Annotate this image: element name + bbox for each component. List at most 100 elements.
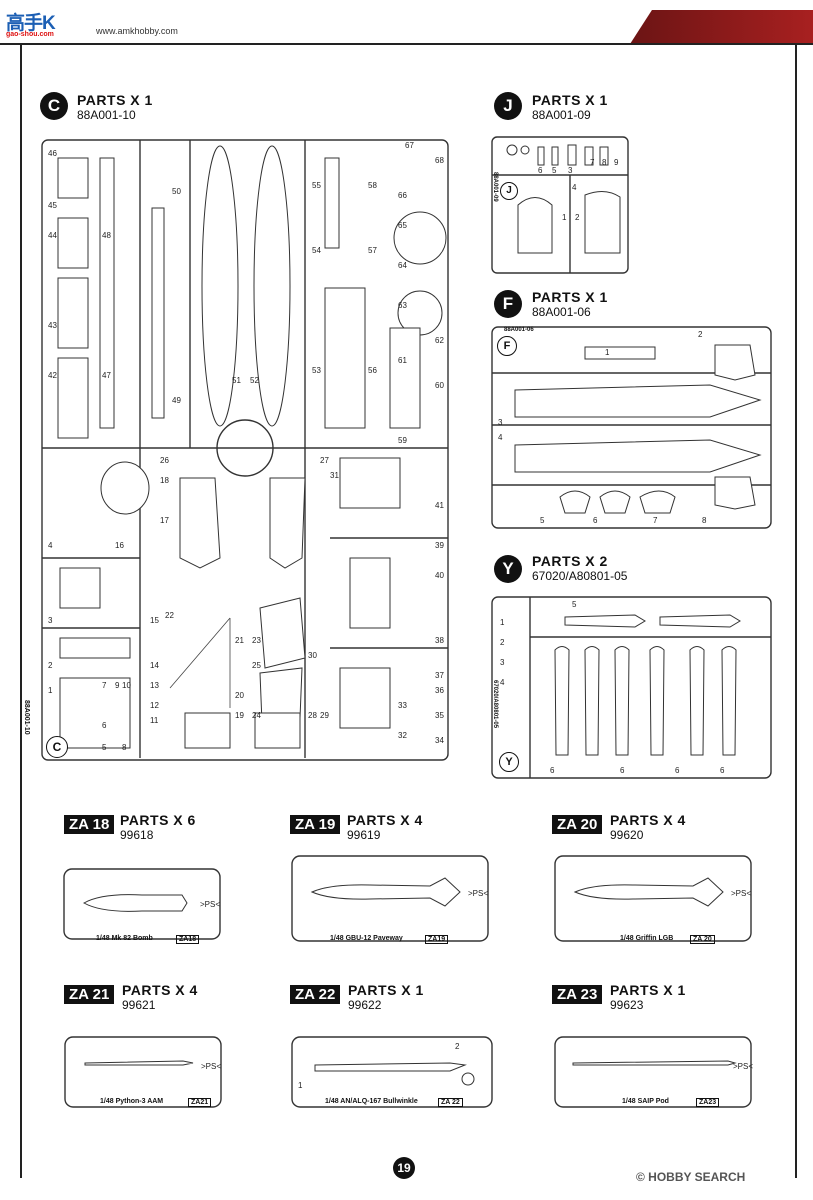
- svg-text:59: 59: [398, 436, 407, 445]
- svg-text:42: 42: [48, 371, 57, 380]
- svg-text:6: 6: [550, 766, 555, 775]
- svg-text:1: 1: [500, 618, 505, 627]
- za22-sprue: 1 2: [291, 1036, 493, 1108]
- left-border-rule: [20, 43, 22, 1178]
- za21-code: 99621: [122, 998, 156, 1012]
- svg-text:29: 29: [320, 711, 329, 720]
- svg-text:6: 6: [720, 766, 725, 775]
- svg-text:8: 8: [122, 743, 127, 752]
- svg-text:8: 8: [602, 158, 607, 167]
- section-f-code: 88A001-06: [532, 305, 591, 319]
- za22-badge: ZA 22: [290, 985, 341, 1004]
- sprue-y-letter-mark: Y: [499, 752, 519, 772]
- svg-text:32: 32: [398, 731, 407, 740]
- svg-text:19: 19: [235, 711, 244, 720]
- section-j-letter: J: [494, 92, 522, 120]
- za20-tag: ZA 20: [690, 935, 715, 944]
- svg-text:4: 4: [500, 678, 505, 687]
- section-y-code: 67020/A80801-05: [532, 569, 628, 583]
- svg-text:7: 7: [653, 516, 658, 525]
- svg-text:44: 44: [48, 231, 57, 240]
- za18-sprue: >PS<: [63, 868, 221, 940]
- za23-code: 99623: [610, 998, 644, 1012]
- svg-text:17: 17: [160, 516, 169, 525]
- svg-text:61: 61: [398, 356, 407, 365]
- svg-text:2: 2: [698, 330, 703, 339]
- sprue-f-diagram: 2 3 4 5 6 7 8 1: [491, 326, 772, 529]
- svg-text:7: 7: [590, 158, 595, 167]
- svg-text:3: 3: [48, 616, 53, 625]
- sprue-c-diagram: 46 45 44 43 42 48 47 50 49 51 52 55 54 5…: [41, 139, 449, 761]
- svg-text:67: 67: [405, 141, 414, 150]
- svg-text:64: 64: [398, 261, 407, 270]
- za19-badge: ZA 19: [290, 815, 341, 834]
- svg-text:43: 43: [48, 321, 57, 330]
- svg-text:25: 25: [252, 661, 261, 670]
- za18-badge: ZA 18: [64, 815, 115, 834]
- section-y-title: PARTS X 2: [532, 553, 608, 569]
- svg-text:3: 3: [500, 658, 505, 667]
- svg-text:9: 9: [614, 158, 619, 167]
- sprue-f-letter-mark: F: [497, 336, 517, 356]
- svg-text:63: 63: [398, 301, 407, 310]
- sprue-c-tag: 88A001-10: [23, 700, 30, 735]
- svg-text:66: 66: [398, 191, 407, 200]
- za23-sprue: >PS<: [554, 1036, 753, 1108]
- za22-title: PARTS X 1: [348, 982, 424, 998]
- svg-text:2: 2: [500, 638, 505, 647]
- svg-text:65: 65: [398, 221, 407, 230]
- svg-text:4: 4: [572, 183, 577, 192]
- svg-text:20: 20: [235, 691, 244, 700]
- svg-text:60: 60: [435, 381, 444, 390]
- svg-text:6: 6: [102, 721, 107, 730]
- svg-text:48: 48: [102, 231, 111, 240]
- right-border-rule: [795, 43, 797, 1178]
- za20-badge: ZA 20: [552, 815, 603, 834]
- svg-text:51: 51: [232, 376, 241, 385]
- svg-text:14: 14: [150, 661, 159, 670]
- za19-title: PARTS X 4: [347, 812, 423, 828]
- section-y-letter: Y: [494, 555, 522, 583]
- za21-badge: ZA 21: [64, 985, 115, 1004]
- section-j-code: 88A001-09: [532, 108, 591, 122]
- svg-text:6: 6: [538, 166, 543, 175]
- sprue-f-tag: 88A001-06: [504, 327, 534, 333]
- site-logo-subtitle: gao-shou.com: [6, 31, 54, 38]
- za18-title: PARTS X 6: [120, 812, 196, 828]
- sprue-y-tag: 67020/A80801-05: [492, 680, 498, 729]
- svg-text:41: 41: [435, 501, 444, 510]
- svg-text:1: 1: [298, 1081, 303, 1090]
- svg-text:18: 18: [160, 476, 169, 485]
- za20-code: 99620: [610, 828, 644, 842]
- svg-text:5: 5: [552, 166, 557, 175]
- svg-text:28: 28: [308, 711, 317, 720]
- svg-text:50: 50: [172, 187, 181, 196]
- svg-text:27: 27: [320, 456, 329, 465]
- section-j-title: PARTS X 1: [532, 92, 608, 108]
- svg-text:6: 6: [593, 516, 598, 525]
- svg-text:15: 15: [150, 616, 159, 625]
- za20-title: PARTS X 4: [610, 812, 686, 828]
- svg-text:22: 22: [165, 611, 174, 620]
- svg-text:5: 5: [102, 743, 107, 752]
- za19-code: 99619: [347, 828, 381, 842]
- svg-text:13: 13: [150, 681, 159, 690]
- svg-text:>PS<: >PS<: [200, 900, 220, 909]
- svg-text:2: 2: [455, 1042, 460, 1051]
- za20-sprue: >PS<: [554, 855, 752, 942]
- svg-text:5: 5: [540, 516, 545, 525]
- za19-sprue: >PS<: [291, 855, 489, 942]
- za18-tag: ZA18: [176, 935, 200, 944]
- svg-text:9: 9: [115, 681, 120, 690]
- za23-caption: 1/48 SAIP Pod: [622, 1098, 669, 1105]
- svg-text:53: 53: [312, 366, 321, 375]
- svg-text:33: 33: [398, 701, 407, 710]
- page-number: 19: [393, 1157, 415, 1179]
- section-c-letter: C: [40, 92, 68, 120]
- svg-text:>PS<: >PS<: [731, 889, 751, 898]
- svg-text:26: 26: [160, 456, 169, 465]
- svg-text:36: 36: [435, 686, 444, 695]
- za19-caption: 1/48 GBU-12 Paveway: [330, 935, 403, 942]
- za18-code: 99618: [120, 828, 154, 842]
- svg-text:21: 21: [235, 636, 244, 645]
